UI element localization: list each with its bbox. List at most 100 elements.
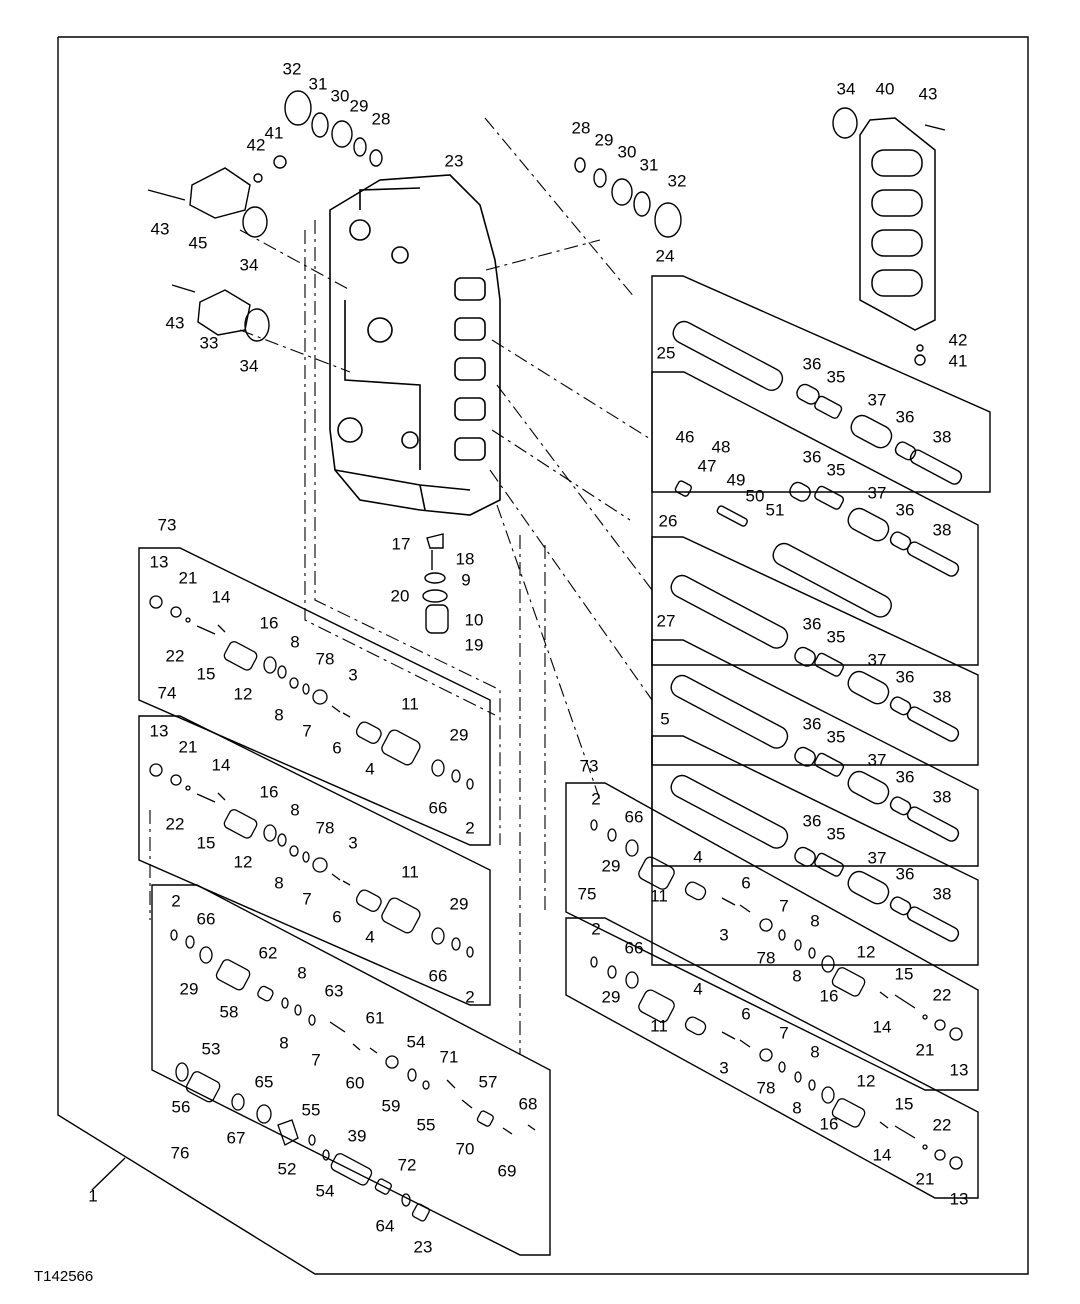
callout-51: 51: [765, 500, 785, 520]
callout-34: 34: [239, 255, 259, 275]
callout-16: 16: [259, 613, 279, 633]
callout-36: 36: [895, 407, 915, 427]
callout-7: 7: [311, 1050, 321, 1070]
callout-56: 56: [171, 1097, 191, 1117]
callout-35: 35: [826, 460, 846, 480]
callout-63: 63: [324, 981, 344, 1001]
callout-3: 3: [348, 665, 358, 685]
callout-6: 6: [741, 873, 751, 893]
outer-frame: [58, 37, 1028, 1274]
callout-16: 16: [259, 782, 279, 802]
callout-11: 11: [650, 1016, 668, 1036]
callout-78: 78: [315, 818, 335, 838]
callout-66: 66: [196, 909, 216, 929]
callout-8: 8: [792, 1098, 802, 1118]
spool-25: [674, 480, 960, 620]
callout-35: 35: [826, 627, 846, 647]
callout-37: 37: [867, 390, 887, 410]
callout-47: 47: [697, 456, 717, 476]
valve-body: [330, 175, 500, 515]
callout-14: 14: [211, 587, 231, 607]
callout-54: 54: [406, 1032, 426, 1052]
spool-26: [668, 572, 961, 743]
callout-29: 29: [179, 979, 199, 999]
callout-55: 55: [301, 1100, 321, 1120]
callout-29: 29: [601, 987, 621, 1007]
callout-43: 43: [918, 84, 938, 104]
callout-7: 7: [302, 721, 312, 741]
callout-26: 26: [658, 511, 678, 531]
callout-22: 22: [165, 814, 185, 834]
callout-31: 31: [308, 74, 328, 94]
callout-43: 43: [165, 313, 185, 333]
callout-12: 12: [856, 942, 876, 962]
spool-24: [670, 318, 964, 486]
callout-6: 6: [741, 1004, 751, 1024]
callout-36: 36: [802, 354, 822, 374]
callout-15: 15: [894, 1094, 914, 1114]
callout-55: 55: [416, 1115, 436, 1135]
callout-31: 31: [639, 155, 659, 175]
callout-21: 21: [178, 568, 198, 588]
callout-7: 7: [779, 1023, 789, 1043]
callout-73: 73: [157, 515, 177, 535]
callout-65: 65: [254, 1072, 274, 1092]
callout-36: 36: [895, 667, 915, 687]
callout-11: 11: [401, 694, 419, 714]
callout-59: 59: [381, 1096, 401, 1116]
callout-66: 66: [428, 798, 448, 818]
callout-22: 22: [932, 1115, 952, 1135]
left-valve-parts-73: [150, 596, 473, 789]
callout-29: 29: [449, 894, 469, 914]
callout-2: 2: [465, 987, 475, 1007]
callout-37: 37: [867, 650, 887, 670]
lower-left-parts: [171, 930, 535, 1222]
callout-32: 32: [667, 171, 687, 191]
callout-74: 74: [157, 683, 177, 703]
callout-78: 78: [756, 1078, 776, 1098]
callout-39: 39: [347, 1126, 367, 1146]
callout-78: 78: [315, 649, 335, 669]
callout-30: 30: [330, 86, 350, 106]
callout-2: 2: [591, 919, 601, 939]
callout-8: 8: [810, 1042, 820, 1062]
callout-2: 2: [171, 891, 181, 911]
spool-27: [668, 672, 961, 843]
callout-4: 4: [693, 847, 703, 867]
callout-64: 64: [375, 1216, 395, 1236]
group-box-lower-left: [152, 885, 550, 1255]
callout-13: 13: [949, 1189, 969, 1209]
callout-3: 3: [348, 833, 358, 853]
callout-70: 70: [455, 1139, 475, 1159]
callout-12: 12: [233, 852, 253, 872]
upper-left-parts: [148, 91, 945, 365]
callout-6: 6: [332, 907, 342, 927]
callout-71: 71: [439, 1047, 459, 1067]
callout-66: 66: [624, 807, 644, 827]
callout-73: 73: [579, 756, 599, 776]
callout-52: 52: [277, 1159, 297, 1179]
callout-8: 8: [290, 632, 300, 652]
callout-36: 36: [802, 614, 822, 634]
callout-1: 1: [88, 1186, 98, 1206]
callout-11: 11: [401, 862, 419, 882]
callout-76: 76: [170, 1143, 190, 1163]
callout-54: 54: [315, 1181, 335, 1201]
right-valve-parts-75: [591, 957, 962, 1169]
callout-21: 21: [915, 1169, 935, 1189]
spool-5: [668, 772, 961, 943]
callout-20: 20: [390, 586, 410, 606]
callout-6: 6: [332, 738, 342, 758]
callout-15: 15: [196, 833, 216, 853]
callout-35: 35: [826, 367, 846, 387]
callout-29: 29: [594, 130, 614, 150]
group-box-5: [652, 736, 978, 965]
callout-42: 42: [948, 330, 968, 350]
callout-16: 16: [819, 986, 839, 1006]
callout-4: 4: [365, 759, 375, 779]
callout-46: 46: [675, 427, 695, 447]
callout-66: 66: [624, 938, 644, 958]
callout-38: 38: [932, 687, 952, 707]
callout-25: 25: [656, 343, 676, 363]
